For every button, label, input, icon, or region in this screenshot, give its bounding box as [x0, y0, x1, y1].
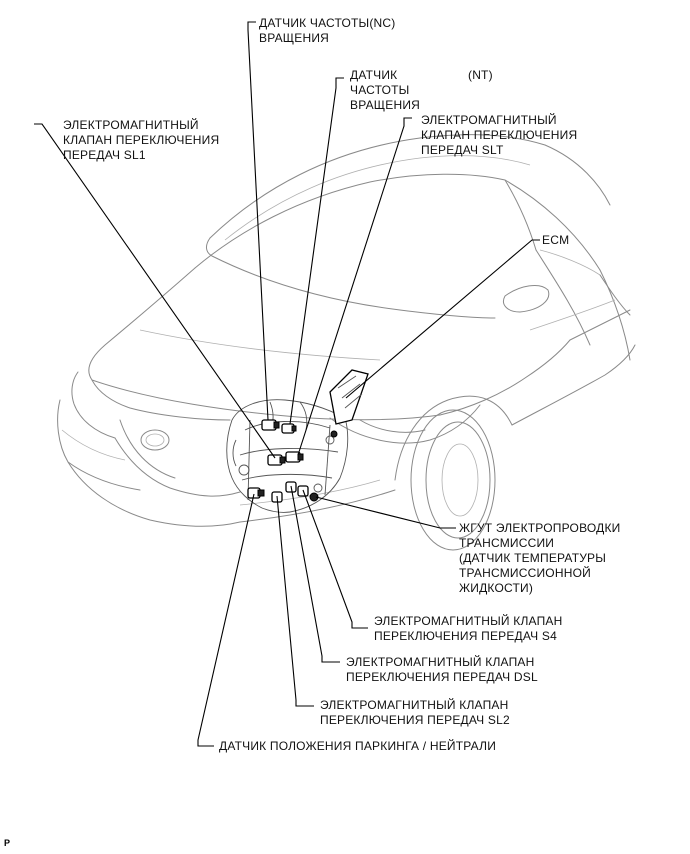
- label-nt-tag: (NT): [468, 68, 493, 82]
- label-line: ТРАНСМИССИОННОЙ: [459, 566, 591, 580]
- label-line: ЖИДКОСТИ): [459, 581, 534, 595]
- label-s4-solenoid: ЭЛЕКТРОМАГНИТНЫЙ КЛАПАН ПЕРЕКЛЮЧЕНИЯ ПЕР…: [374, 614, 563, 644]
- label-dsl-solenoid: ЭЛЕКТРОМАГНИТНЫЙ КЛАПАН ПЕРЕКЛЮЧЕНИЯ ПЕР…: [346, 655, 538, 685]
- label-nt-speed-sensor: ДАТЧИК ЧАСТОТЫ ВРАЩЕНИЯ: [350, 68, 420, 113]
- leader-lines: [34, 21, 540, 747]
- label-line: ВРАЩЕНИЯ: [259, 31, 330, 45]
- label-line: ДАТЧИК: [350, 68, 398, 82]
- label-line: ЭЛЕКТРОМАГНИТНЫЙ КЛАПАН: [320, 698, 509, 712]
- ecm-module: [329, 369, 369, 438]
- label-line: ЭЛЕКТРОМАГНИТНЫЙ КЛАПАН: [374, 614, 563, 628]
- component-parts: [247, 419, 319, 503]
- label-line: КЛАПАН ПЕРЕКЛЮЧЕНИЯ: [421, 128, 578, 142]
- label-ecm: ECM: [542, 233, 570, 247]
- label-line: ВРАЩЕНИЯ: [350, 98, 421, 112]
- label-line: ЭЛЕКТРОМАГНИТНЫЙ: [63, 118, 199, 132]
- label-line: ЖГУТ ЭЛЕКТРОПРОВОДКИ: [459, 521, 621, 535]
- label-sl2-solenoid: ЭЛЕКТРОМАГНИТНЫЙ КЛАПАН ПЕРЕКЛЮЧЕНИЯ ПЕР…: [320, 698, 510, 728]
- label-line: (ДАТЧИК ТЕМПЕРАТУРЫ: [459, 551, 607, 565]
- label-line: ТРАНСМИССИИ: [459, 536, 555, 550]
- label-park-neutral-switch: ДАТЧИК ПОЛОЖЕНИЯ ПАРКИНГА / НЕЙТРАЛИ: [219, 739, 497, 753]
- label-line: ПЕРЕКЛЮЧЕНИЯ ПЕРЕДАЧ SL2: [320, 713, 510, 727]
- label-line: ПЕРЕКЛЮЧЕНИЯ ПЕРЕДАЧ S4: [374, 629, 557, 643]
- label-line: ПЕРЕДАЧ SLT: [421, 143, 504, 157]
- label-line: ПЕРЕКЛЮЧЕНИЯ ПЕРЕДАЧ DSL: [346, 670, 538, 684]
- car-outline: [57, 134, 636, 551]
- corner-mark: P: [4, 838, 11, 848]
- label-nc-speed-sensor: ДАТЧИК ЧАСТОТЫ(NC) ВРАЩЕНИЯ: [259, 16, 395, 46]
- label-transmission-harness: ЖГУТ ЭЛЕКТРОПРОВОДКИ ТРАНСМИССИИ (ДАТЧИК…: [459, 521, 620, 596]
- label-slt-solenoid: ЭЛЕКТРОМАГНИТНЫЙ КЛАПАН ПЕРЕКЛЮЧЕНИЯ ПЕР…: [421, 113, 577, 158]
- label-line: КЛАПАН ПЕРЕКЛЮЧЕНИЯ: [63, 133, 220, 147]
- label-line: ЧАСТОТЫ: [350, 83, 410, 97]
- label-line: ДАТЧИК ЧАСТОТЫ(NC): [259, 16, 396, 30]
- label-line: ЭЛЕКТРОМАГНИТНЫЙ: [421, 113, 557, 127]
- label-sl1-solenoid: ЭЛЕКТРОМАГНИТНЫЙ КЛАПАН ПЕРЕКЛЮЧЕНИЯ ПЕР…: [63, 118, 219, 163]
- label-line: ЭЛЕКТРОМАГНИТНЫЙ КЛАПАН: [346, 655, 535, 669]
- label-line: ПЕРЕДАЧ SL1: [63, 148, 146, 162]
